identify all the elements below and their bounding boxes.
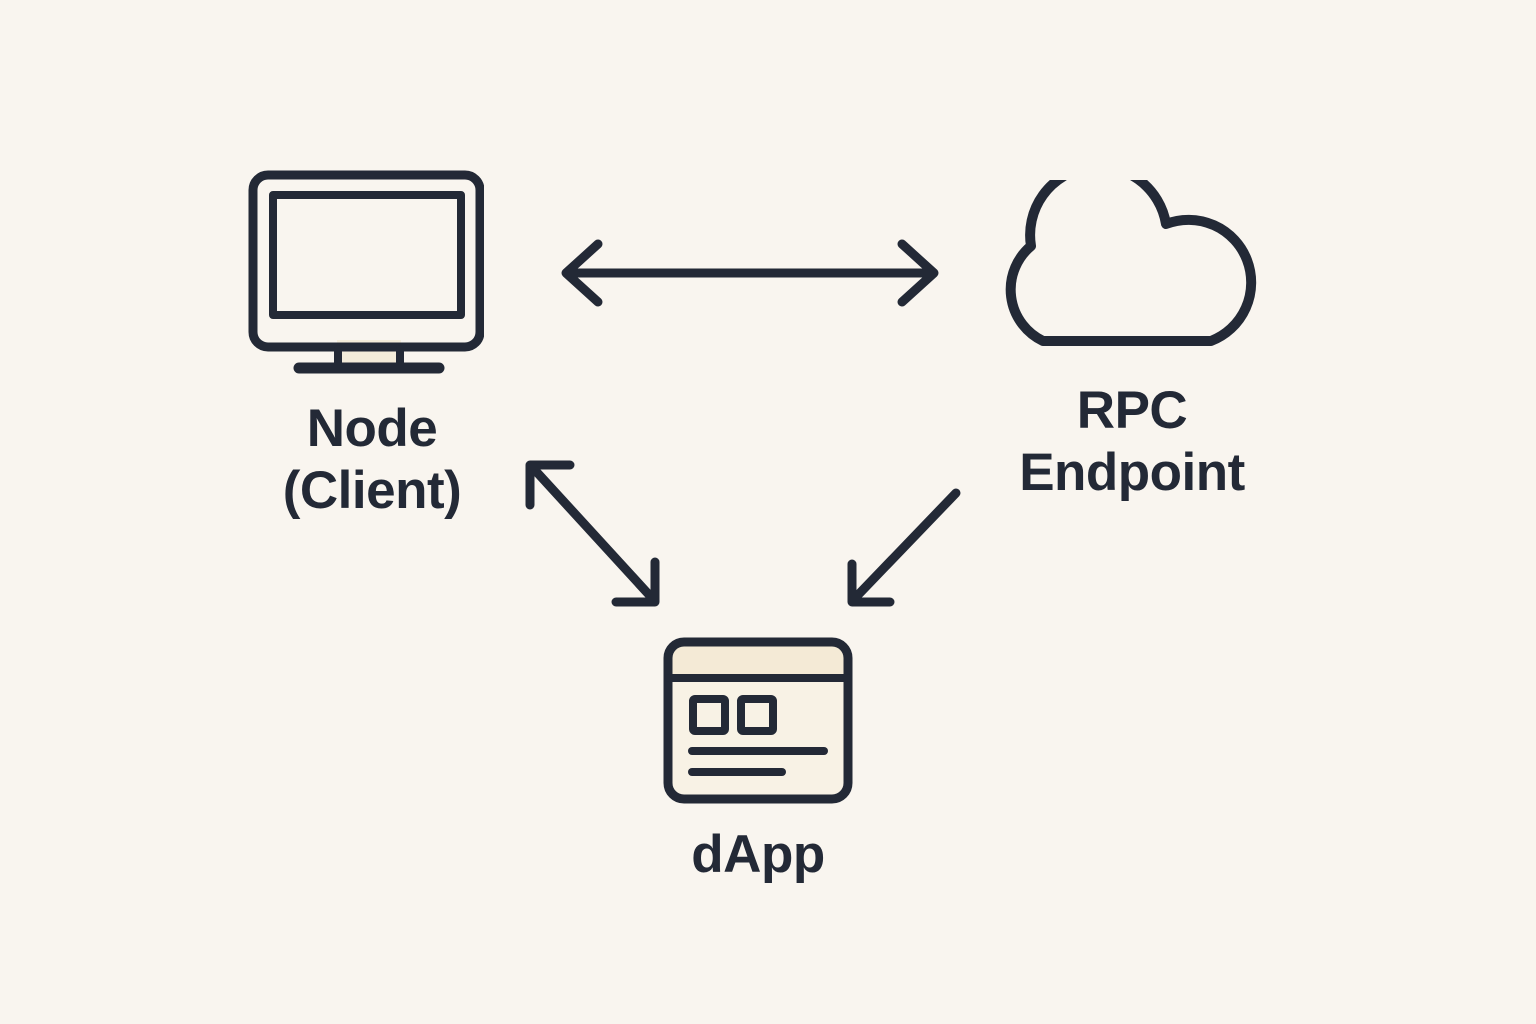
rpc-endpoint-node (985, 180, 1263, 350)
arrowhead-down-left (847, 559, 895, 607)
label-line: (Client) (282, 461, 462, 520)
label-line: RPC (1076, 381, 1188, 440)
browser-window-icon (663, 637, 853, 804)
arrow-node-client-rpc-endpoint (561, 239, 939, 307)
browser-frame (663, 637, 853, 804)
cloud-shape (1005, 180, 1257, 346)
monitor-icon (248, 170, 484, 374)
arrowhead-right (897, 239, 939, 307)
monitor-screen (269, 191, 465, 319)
browser-header-fill (668, 642, 848, 678)
arrow-rpc-endpoint-dapp (847, 488, 961, 607)
label-line: Endpoint (1019, 443, 1245, 502)
cloud-icon (1005, 180, 1257, 346)
monitor-body (248, 170, 484, 352)
node-client-label: Node (Client) (172, 398, 572, 522)
arrow-dapp-node-client (525, 460, 660, 607)
browser-tile-1 (689, 695, 729, 735)
arrowhead-up-left (525, 460, 575, 510)
rpc-endpoint-label: RPC Endpoint (932, 380, 1332, 504)
dapp-node (663, 637, 853, 805)
label-line: Node (306, 399, 438, 458)
dapp-label: dApp (558, 824, 958, 886)
browser-tile-2 (737, 695, 777, 735)
arrowhead-left (561, 239, 603, 307)
arrow-line (852, 488, 961, 601)
arrowhead-down-right (611, 557, 660, 607)
node-client-node (248, 170, 484, 376)
label-line: dApp (691, 825, 825, 884)
arrow-line (528, 463, 657, 603)
